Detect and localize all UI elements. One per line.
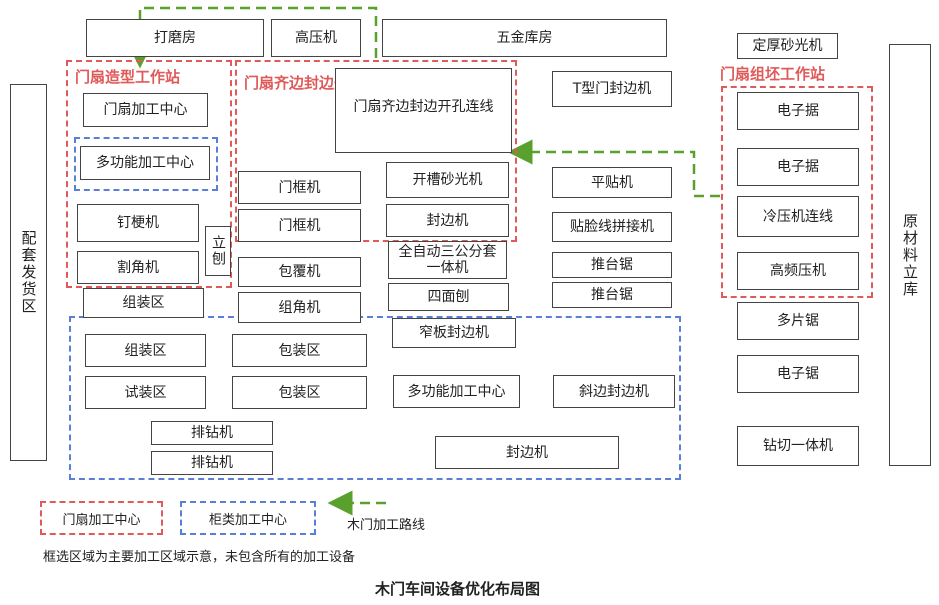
gang-saw: 多片锯 — [737, 302, 859, 340]
zone-door-shaping-title: 门扇造型工作站 — [75, 68, 181, 86]
cabinet-zone-main — [69, 316, 681, 480]
edge-bander-bottom: 封边机 — [435, 436, 619, 469]
zone-door-blank — [721, 86, 873, 298]
drill-cut-machine: 钻切一体机 — [737, 426, 859, 466]
electronic-saw-2: 电子据 — [737, 148, 859, 186]
thickness-sander: 定厚砂光机 — [737, 33, 838, 59]
diagram-note: 框选区域为主要加工区域示意，未包含所有的加工设备 — [43, 550, 356, 565]
four-side-planer: 四面刨 — [388, 283, 509, 311]
electronic-saw-3: 电子锯 — [737, 355, 859, 393]
hardware-storeroom: 五金库房 — [382, 19, 667, 57]
shipping-area: 配套发货区 — [10, 84, 47, 461]
assembly-area: 组装区 — [85, 334, 206, 367]
panel-saw-2: 推台锯 — [552, 282, 672, 308]
door-frame-machine-1: 门框机 — [238, 171, 361, 204]
groove-sander: 开槽砂光机 — [386, 162, 509, 198]
vertical-planer: 立刨 — [205, 226, 231, 276]
hf-press: 高频压机 — [737, 252, 859, 290]
flat-laminator: 平贴机 — [552, 167, 672, 198]
raw-material-warehouse: 原材料立库 — [889, 44, 931, 466]
packing-area-2: 包装区 — [232, 376, 367, 409]
zone-door-edge — [235, 60, 517, 242]
edge-bander-mid: 封边机 — [386, 204, 509, 237]
legend-route-label: 木门加工路线 — [347, 518, 426, 533]
t-door-edge-bander: T型门封边机 — [552, 71, 672, 107]
legend-cabinet-center: 柜类加工中心 — [180, 501, 316, 535]
multi-function-center-bottom: 多功能加工中心 — [393, 375, 520, 408]
corner-cutter: 割角机 — [77, 251, 199, 284]
boring-machine-2: 排钻机 — [151, 451, 273, 475]
auto-trim-integrated-machine: 全自动三公分套一体机 — [388, 241, 507, 279]
polishing-room: 打磨房 — [86, 19, 264, 57]
wrapping-machine: 包覆机 — [238, 257, 361, 287]
zone-door-shaping — [66, 60, 232, 288]
narrow-board-edge-bander: 窄板封边机 — [392, 318, 516, 348]
dowel-machine: 钉梗机 — [77, 204, 199, 242]
cabinet-zone-small — [74, 137, 218, 191]
route-right — [507, 139, 720, 198]
cold-press-line: 冷压机连线 — [737, 196, 859, 237]
panel-saw-1: 推台锯 — [552, 252, 672, 278]
legend-door-center: 门扇加工中心 — [40, 501, 163, 535]
high-pressure-machine: 高压机 — [271, 19, 361, 57]
boring-machine-1: 排钻机 — [151, 421, 273, 445]
door-frame-machine-2: 门框机 — [238, 209, 361, 242]
packing-area-1: 包装区 — [232, 334, 367, 367]
corner-assembly-machine: 组角机 — [238, 292, 361, 323]
multi-function-center-top: 多功能加工中心 — [80, 146, 210, 180]
zone-door-blank-title: 门扇组坯工作站 — [720, 65, 826, 83]
electronic-saw-1: 电子据 — [737, 92, 859, 130]
diagram-caption: 木门车间设备优化布局图 — [375, 580, 541, 598]
door-edge-drilling-line: 门扇齐边封边开孔连线 — [335, 68, 512, 153]
door-machining-center: 门扇加工中心 — [83, 93, 208, 127]
trial-assembly-area: 试装区 — [85, 376, 206, 409]
trim-splicing-machine: 贴脸线拼接机 — [552, 212, 672, 242]
assembly-area-top: 组装区 — [83, 288, 204, 318]
bevel-edge-bander: 斜边封边机 — [553, 375, 675, 408]
